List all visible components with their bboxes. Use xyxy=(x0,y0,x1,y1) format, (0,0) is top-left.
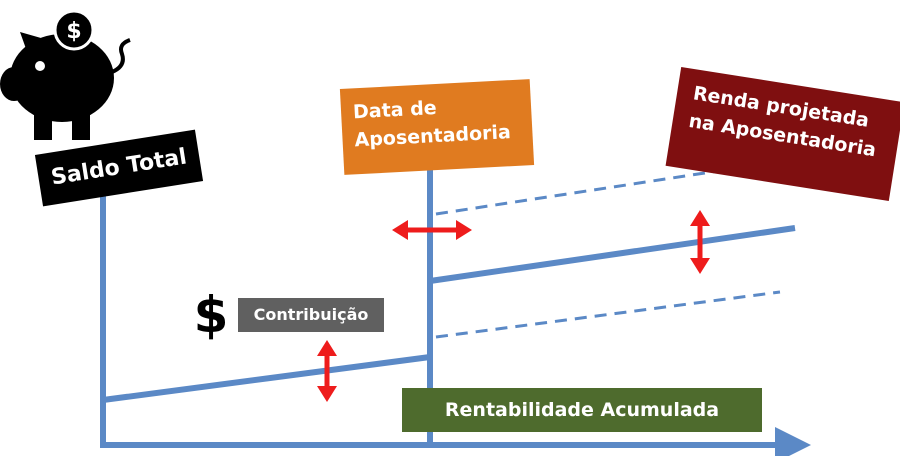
svg-text:$: $ xyxy=(66,19,81,44)
contribuicao-label: Contribuição xyxy=(238,298,384,332)
dollar-coin-icon: $ xyxy=(53,9,95,51)
piggy-bank-icon xyxy=(0,32,131,140)
rentabilidade-label: Rentabilidade Acumulada xyxy=(402,388,762,432)
vertical-double-arrow-icon xyxy=(690,210,710,274)
data-aposentadoria-label: Data de Aposentadoria xyxy=(339,79,535,175)
accumulation-line xyxy=(102,354,431,403)
vertical-double-arrow-icon xyxy=(317,340,337,402)
lower-scenario-dashed-line xyxy=(435,290,781,339)
horizontal-double-arrow-icon xyxy=(392,220,472,240)
dollar-sign-icon: $ xyxy=(193,286,229,344)
projected-income-line xyxy=(429,225,796,284)
